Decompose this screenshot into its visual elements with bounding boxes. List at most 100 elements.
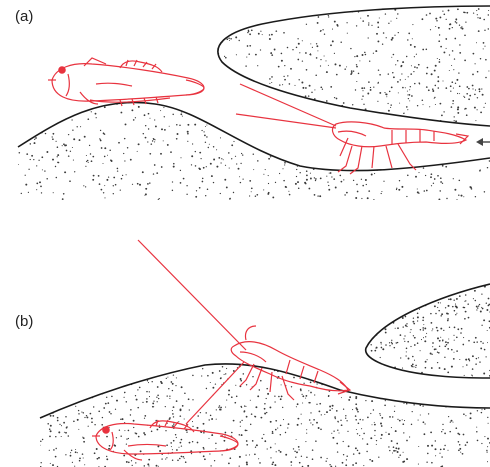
stipple-dot: [374, 435, 375, 436]
stipple-dot: [433, 183, 434, 184]
stipple-dot: [130, 414, 131, 415]
stipple-dot: [169, 418, 171, 420]
stipple-dot: [389, 342, 390, 343]
stipple-dot: [465, 444, 467, 446]
stipple-dot: [377, 101, 378, 102]
stipple-dot: [392, 124, 393, 125]
stipple-dot: [84, 417, 85, 418]
stipple-dot: [430, 29, 431, 30]
stipple-dot: [205, 126, 206, 127]
stipple-dot: [485, 97, 487, 99]
stipple-dot: [158, 364, 160, 366]
stipple-dot: [124, 430, 125, 431]
panel-label-a: (a): [15, 8, 33, 25]
stipple-dot: [431, 73, 433, 75]
stipple-dot: [237, 17, 238, 18]
stipple-dot: [226, 368, 227, 369]
stipple-dot: [164, 129, 166, 131]
stipple-dot: [210, 465, 211, 466]
stipple-dot: [261, 105, 263, 107]
stipple-dot: [156, 397, 157, 398]
stipple-dot: [260, 102, 261, 103]
stipple-dot: [399, 103, 400, 104]
stipple-dot: [455, 112, 457, 114]
stipple-dot: [363, 87, 365, 89]
stipple-dot: [431, 286, 433, 288]
stipple-dot: [350, 380, 352, 382]
stipple-dot: [417, 157, 418, 158]
stipple-dot: [447, 342, 449, 344]
stipple-dot: [176, 138, 178, 140]
stipple-dot: [202, 102, 203, 103]
stipple-dot: [141, 362, 143, 364]
stipple-dot: [372, 367, 374, 369]
stipple-dot: [88, 162, 89, 163]
stipple-dot: [381, 434, 383, 436]
stipple-dot: [426, 333, 427, 334]
stipple-dot: [365, 372, 367, 374]
stipple-dot: [361, 99, 362, 100]
stipple-dot: [417, 188, 418, 189]
stipple-dot: [123, 153, 124, 154]
stipple-dot: [131, 109, 133, 111]
stipple-dot: [271, 34, 273, 36]
stipple-dot: [300, 161, 302, 163]
stipple-dot: [271, 76, 273, 78]
stipple-dot: [391, 86, 393, 88]
stipple-dot: [454, 340, 455, 341]
stipple-dot: [297, 166, 298, 167]
stipple-dot: [476, 392, 477, 393]
stipple-dot: [456, 19, 457, 20]
stipple-dot: [439, 340, 441, 342]
stipple-dot: [419, 150, 421, 152]
stipple-dot: [216, 10, 218, 12]
stipple-dot: [377, 26, 379, 28]
stipple-dot: [463, 96, 464, 97]
stipple-dot: [287, 47, 289, 49]
stipple-dot: [215, 79, 216, 80]
stipple-dot: [49, 450, 50, 451]
stipple-dot: [45, 133, 46, 134]
stipple-dot: [410, 86, 411, 87]
stipple-dot: [402, 87, 404, 89]
stipple-dot: [468, 317, 470, 319]
stipple-dot: [260, 31, 261, 32]
stipple-dot: [355, 89, 356, 90]
stipple-dot: [380, 438, 381, 439]
stipple-dot: [334, 97, 335, 98]
stipple-dot: [313, 419, 315, 421]
stipple-dot: [100, 139, 101, 140]
stipple-dot: [80, 126, 81, 127]
stipple-dot: [431, 462, 433, 464]
stipple-dot: [385, 332, 387, 334]
stipple-dot: [418, 145, 420, 147]
stipple-dot: [36, 125, 37, 126]
stipple-dot: [268, 8, 270, 10]
stipple-dot: [457, 112, 459, 114]
stipple-dot: [473, 135, 475, 137]
stipple-dot: [380, 423, 382, 425]
stipple-dot: [153, 173, 154, 174]
stipple-dot: [413, 323, 415, 325]
stipple-dot: [227, 93, 229, 95]
stipple-dot: [378, 82, 379, 83]
stipple-dot: [104, 197, 105, 198]
stipple-dot: [414, 66, 416, 68]
stipple-dot: [365, 179, 367, 181]
stipple-dot: [109, 149, 111, 151]
stipple-dot: [406, 440, 408, 442]
stipple-dot: [173, 406, 175, 408]
stipple-dot: [485, 370, 486, 371]
stipple-dot: [249, 104, 250, 105]
stipple-dot: [382, 366, 383, 367]
stipple-dot: [417, 313, 419, 315]
stipple-dot: [480, 347, 482, 349]
stipple-dot: [441, 431, 442, 432]
stipple-dot: [287, 427, 288, 428]
stipple-dot: [423, 329, 425, 331]
stipple-dot: [62, 145, 63, 146]
stipple-dot: [449, 147, 451, 149]
stipple-dot: [457, 328, 459, 330]
stipple-dot: [381, 119, 382, 120]
stipple-dot: [460, 128, 462, 130]
